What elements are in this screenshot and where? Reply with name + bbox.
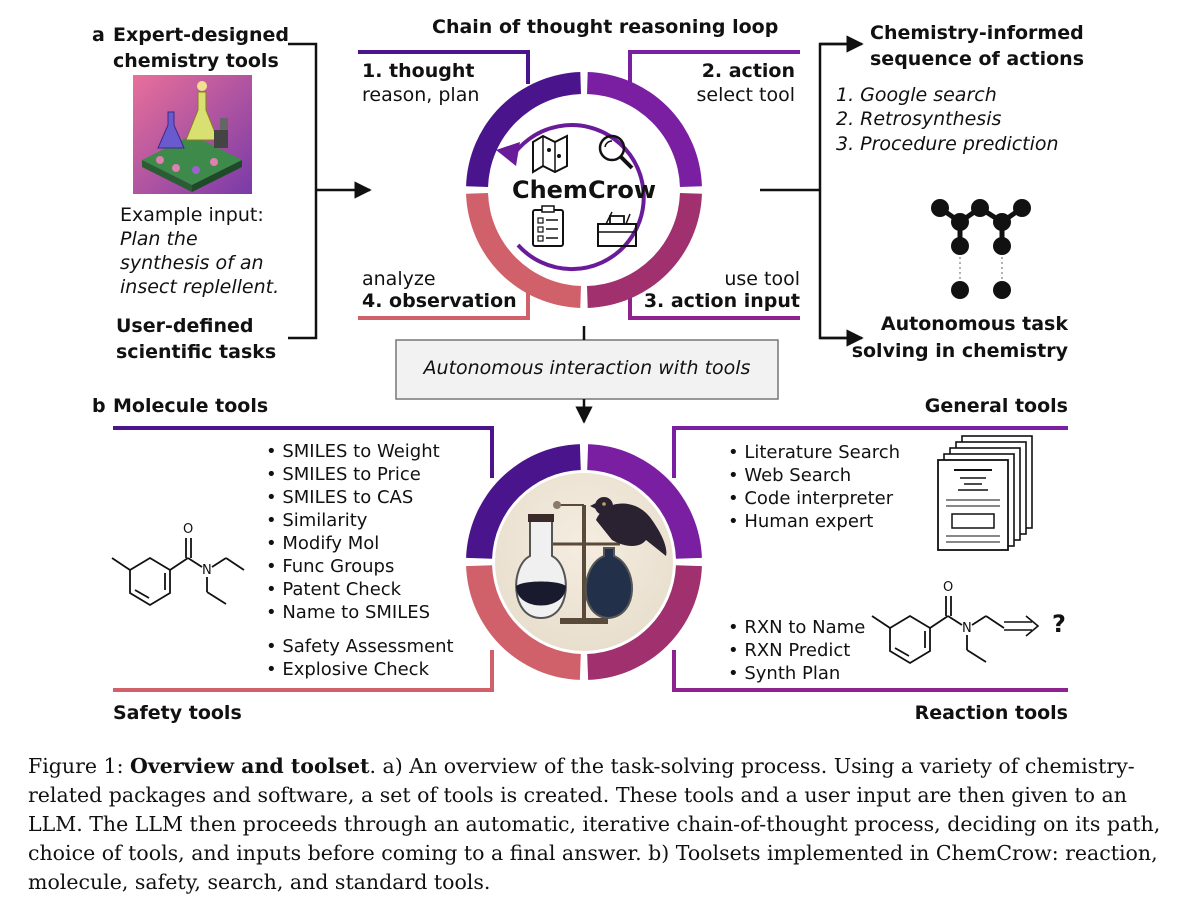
crow-lab-illustration — [495, 473, 673, 651]
general-tools-connector — [672, 426, 1068, 478]
molecule-tool-item: • SMILES to CAS — [266, 487, 414, 508]
molecule-tool-item: • SMILES to Price — [266, 464, 421, 485]
reaction-tools-list: • RXN to Name • RXN Predict • Synth Plan — [728, 616, 865, 685]
magnifier-icon — [598, 134, 634, 170]
sequence-item-2: 2. Retrosynthesis — [836, 108, 1002, 130]
user-tasks-title-line2: scientific tasks — [116, 341, 277, 363]
atom-label-oxygen: O — [183, 522, 194, 537]
input-bracket — [288, 42, 372, 340]
example-input-label: Example input: — [120, 204, 264, 226]
molecule-structure-left — [111, 538, 245, 607]
interaction-box-label: Autonomous interaction with tools — [423, 357, 751, 379]
user-tasks-title-line1: User-defined — [116, 315, 254, 337]
loop-arrow — [496, 123, 646, 272]
panel-a-letter: a — [92, 24, 105, 46]
molecule-structure-right — [871, 596, 1005, 665]
loop-title: Chain of thought reasoning loop — [432, 16, 779, 38]
toolbox-icon — [597, 211, 637, 247]
general-tools-title: General tools — [924, 395, 1068, 417]
reaction-question-mark: ? — [1052, 610, 1066, 638]
general-tool-item: • Web Search — [728, 465, 852, 486]
step3-connector — [628, 290, 800, 320]
reaction-tool-item: • RXN to Name — [728, 617, 866, 638]
interaction-box-frame — [395, 339, 779, 400]
molecule-tool-item: • Patent Check — [266, 579, 402, 600]
atom-label-oxygen: O — [943, 580, 954, 595]
atom-label-nitrogen: N — [202, 563, 212, 578]
sequence-title-line1: Chemistry-informed — [870, 22, 1084, 44]
caption-bold: Overview and toolset — [130, 754, 370, 778]
molecule-tools-title: Molecule tools — [113, 395, 269, 417]
general-tool-item: • Human expert — [728, 511, 874, 532]
safety-tools-list: • Safety Assessment • Explosive Check — [266, 635, 454, 681]
caption-prefix: Figure 1: — [28, 754, 131, 778]
step4-sub: analyze — [362, 268, 436, 290]
step2-sub: select tool — [696, 84, 795, 106]
molecule-tool-item: • Similarity — [266, 510, 368, 531]
chemcrow-label: ChemCrow — [511, 176, 657, 204]
safety-tool-item: • Explosive Check — [266, 659, 430, 680]
reaction-tool-item: • Synth Plan — [728, 663, 841, 684]
safety-tools-title: Safety tools — [113, 702, 242, 724]
autonomous-title-line1: Autonomous task — [880, 313, 1068, 335]
reaction-tools-connector — [672, 650, 1068, 692]
step2-connector — [628, 50, 800, 84]
autonomous-title-line2: solving in chemistry — [851, 340, 1068, 362]
reasoning-loop-ring — [466, 72, 702, 308]
molecule-tool-item: • Modify Mol — [266, 533, 380, 554]
document-stack-icon — [937, 435, 1033, 551]
molecule-tools-list: • SMILES to Weight • SMILES to Price • S… — [266, 440, 440, 624]
step4-title: 4. observation — [362, 290, 517, 312]
output-bracket — [760, 35, 864, 347]
expert-tools-title-line1: Expert-designed — [113, 24, 289, 46]
sequence-item-3: 3. Procedure prediction — [836, 133, 1059, 155]
sequence-title-line2: sequence of actions — [870, 48, 1085, 70]
step3-sub: use tool — [724, 268, 800, 290]
molecule-tool-item: • Func Groups — [266, 556, 395, 577]
safety-tool-item: • Safety Assessment — [266, 636, 454, 657]
general-tools-list: • Literature Search • Web Search • Code … — [728, 441, 900, 533]
example-input-line1: Plan the — [120, 228, 198, 250]
molecule-tool-item: • SMILES to Weight — [266, 441, 440, 462]
sequence-item-1: 1. Google search — [836, 84, 997, 106]
step2-title: 2. action — [701, 60, 795, 82]
molecule-tool-item: • Name to SMILES — [266, 602, 431, 623]
example-input-line2: synthesis of an — [120, 252, 264, 274]
safety-tools-connector — [113, 650, 494, 692]
general-tool-item: • Literature Search — [728, 442, 901, 463]
panel-b-letter: b — [92, 395, 106, 417]
map-icon — [532, 134, 568, 174]
molecule-graph-icon — [931, 199, 1031, 299]
general-tool-item: • Code interpreter — [728, 488, 894, 509]
caption-text: . a) An overview of the task-solving pro… — [28, 754, 1161, 894]
figure-caption: Figure 1: Overview and toolset. a) An ov… — [28, 752, 1168, 897]
toolset-ring — [466, 444, 702, 680]
step3-title: 3. action input — [643, 290, 800, 312]
step4-connector — [358, 290, 530, 320]
step1-title: 1. thought — [362, 60, 475, 82]
atom-label-nitrogen: N — [962, 621, 972, 636]
reaction-arrow-icon — [1004, 615, 1040, 637]
reaction-tool-item: • RXN Predict — [728, 640, 851, 661]
expert-tools-title-line2: chemistry tools — [113, 50, 279, 72]
example-input-line3: insect replellent. — [120, 276, 280, 298]
reaction-tools-title: Reaction tools — [914, 702, 1068, 724]
step1-sub: reason, plan — [362, 84, 480, 106]
checklist-icon — [532, 205, 564, 247]
step1-connector — [358, 50, 530, 84]
chemistry-lab-illustration — [133, 75, 252, 194]
molecule-tools-connector — [113, 426, 494, 478]
